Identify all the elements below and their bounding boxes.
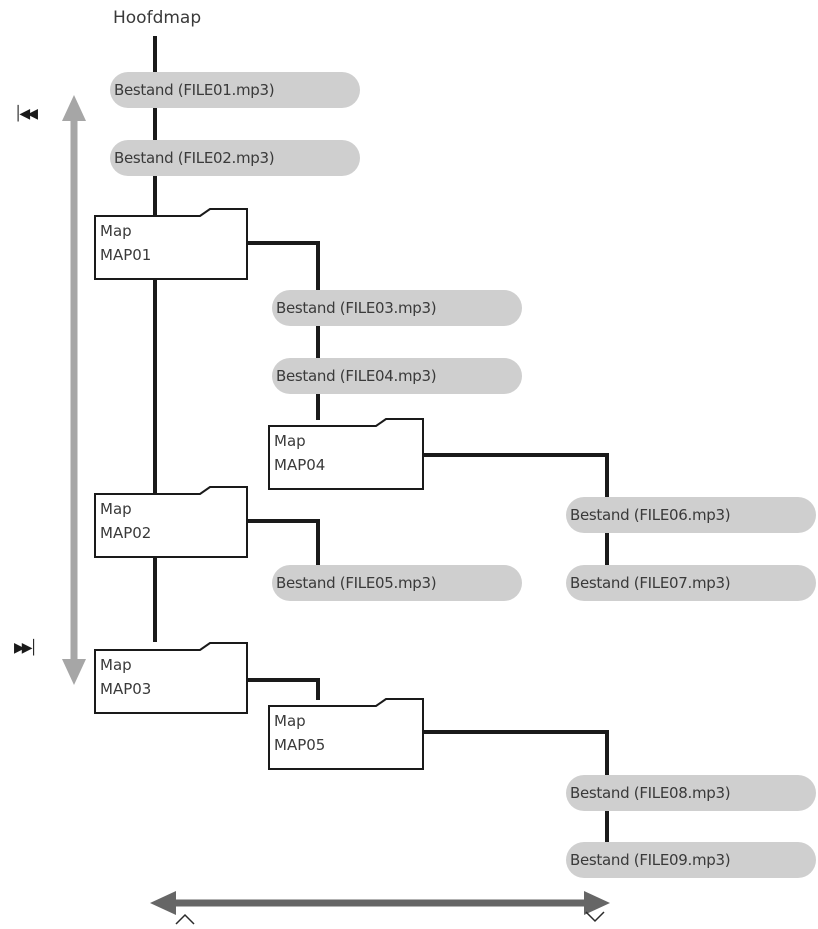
folder-name-label: MAP04	[274, 456, 326, 474]
caret-up-icon	[175, 913, 195, 925]
root-folder-label: Hoofdmap	[113, 8, 202, 28]
caret-down-icon	[585, 911, 605, 923]
folder-type-label: Map	[100, 656, 132, 674]
file-item-file05[interactable]: Bestand (FILE05.mp3)	[272, 565, 522, 601]
folder-map01[interactable]: Map MAP01	[94, 208, 248, 280]
vertical-scroll-arrow	[62, 95, 86, 685]
file-item-file02[interactable]: Bestand (FILE02.mp3)	[110, 140, 360, 176]
folder-icon	[268, 698, 424, 770]
file-item-file01[interactable]: Bestand (FILE01.mp3)	[110, 72, 360, 108]
folder-icon	[94, 208, 248, 280]
folder-type-label: Map	[274, 432, 306, 450]
folder-map05[interactable]: Map MAP05	[268, 698, 424, 770]
skip-next-icon: ▶▶│	[14, 640, 38, 656]
file-item-file07[interactable]: Bestand (FILE07.mp3)	[566, 565, 816, 601]
connector-map02-branch	[248, 519, 320, 582]
skip-previous-icon: │◀◀	[14, 106, 38, 122]
folder-icon	[268, 418, 424, 490]
folder-name-label: MAP01	[100, 246, 152, 264]
folder-type-label: Map	[100, 500, 132, 518]
file-item-file03[interactable]: Bestand (FILE03.mp3)	[272, 290, 522, 326]
folder-name-label: MAP05	[274, 736, 326, 754]
folder-type-label: Map	[100, 222, 132, 240]
connector-map05-branch	[424, 730, 609, 860]
folder-map02[interactable]: Map MAP02	[94, 486, 248, 558]
folder-icon	[94, 642, 248, 714]
folder-name-label: MAP03	[100, 680, 152, 698]
file-item-file09[interactable]: Bestand (FILE09.mp3)	[566, 842, 816, 878]
file-item-file04[interactable]: Bestand (FILE04.mp3)	[272, 358, 522, 394]
folder-map03[interactable]: Map MAP03	[94, 642, 248, 714]
folder-icon	[94, 486, 248, 558]
file-item-file08[interactable]: Bestand (FILE08.mp3)	[566, 775, 816, 811]
folder-map04[interactable]: Map MAP04	[268, 418, 424, 490]
folder-name-label: MAP02	[100, 524, 152, 542]
horizontal-level-arrow	[150, 891, 610, 915]
file-item-file06[interactable]: Bestand (FILE06.mp3)	[566, 497, 816, 533]
connector-map04-branch	[424, 453, 609, 582]
folder-type-label: Map	[274, 712, 306, 730]
connector-map03-branch	[248, 678, 320, 700]
